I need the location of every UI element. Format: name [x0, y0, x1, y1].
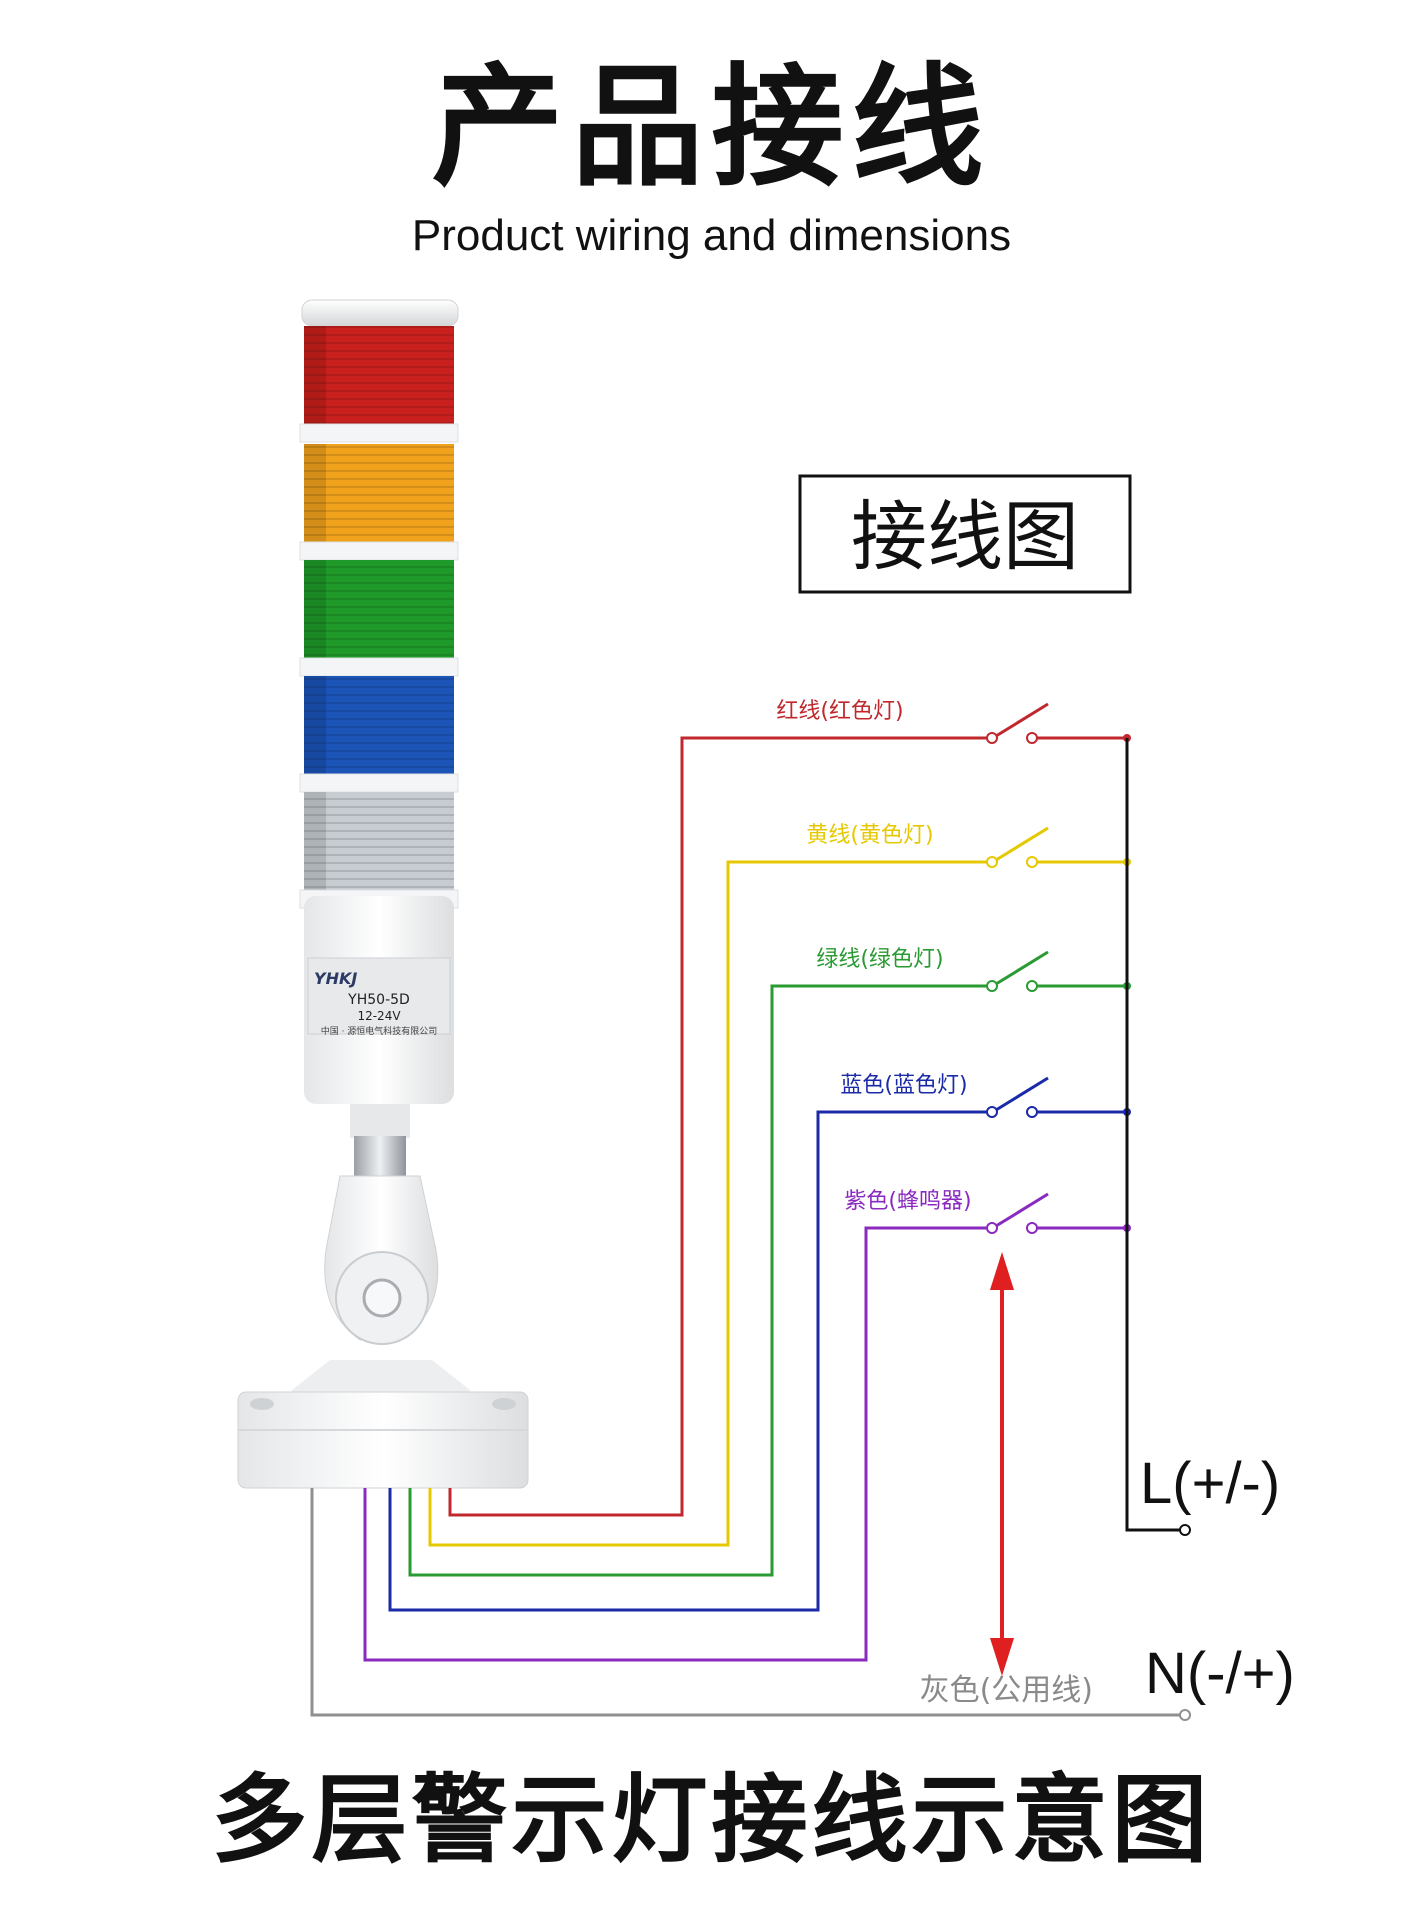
light-tiers: [299, 326, 459, 909]
switch-contact: [1026, 1106, 1038, 1118]
wiring-diagram-label: 接线图: [851, 492, 1079, 581]
tier-shade: [304, 326, 326, 424]
switch-lever: [995, 950, 1049, 986]
brand-text: YHKJ: [314, 969, 357, 988]
wire-label: 蓝色(蓝色灯): [840, 1073, 967, 1098]
tier-separator: [299, 423, 459, 443]
pole: [354, 1136, 406, 1180]
model-text: YH50-5D: [347, 992, 410, 1008]
wire-labels: 红线(红色灯) 黄线(黄色灯) 绿线(绿色灯) 蓝色(蓝色灯) 紫色(蜂鸣器): [776, 699, 971, 1214]
tier-shade: [304, 444, 326, 542]
voltage-text: 12-24V: [357, 1009, 401, 1023]
joint-bolt-icon: [362, 1278, 402, 1318]
switch-lever: [995, 702, 1049, 738]
switch-lever: [995, 1076, 1049, 1112]
page-title: 产品接线: [431, 51, 992, 205]
common-wire: [310, 1488, 1185, 1717]
l-bus: [1125, 738, 1185, 1532]
terminal-l-label: L(+/-): [1140, 1451, 1280, 1516]
switch-contact: [1026, 1222, 1038, 1234]
switch-contact: [986, 732, 998, 744]
tier-ribs: [304, 326, 454, 424]
tier-ribs: [304, 560, 454, 658]
switch-contact: [986, 980, 998, 992]
terminal-n-label: N(-/+): [1145, 1641, 1295, 1706]
screw-hole-icon: [492, 1398, 516, 1410]
tier-separator: [299, 541, 459, 561]
wire-4: [388, 1110, 990, 1612]
switch-lever: [995, 826, 1049, 862]
top-cap: [301, 299, 459, 327]
tier-ribs: [304, 676, 454, 774]
wire-label: 紫色(蜂鸣器): [844, 1189, 971, 1214]
wire-label: 绿线(绿色灯): [816, 947, 943, 972]
wire-3: [408, 984, 990, 1577]
wire-label: 黄线(黄色灯): [806, 823, 933, 848]
tier-shade: [304, 676, 326, 774]
screw-hole-icon: [250, 1398, 274, 1410]
switch-contact: [986, 856, 998, 868]
diagram-caption: 多层警示灯接线示意图: [211, 1764, 1212, 1876]
tier-shade: [304, 792, 326, 890]
maker-text: 中国 · 源恒电气科技有限公司: [321, 1025, 438, 1037]
tier-ribs: [304, 792, 454, 890]
terminal-n-dot: [1179, 1709, 1191, 1721]
page-subtitle: Product wiring and dimensions: [411, 211, 1012, 260]
tier-shade: [304, 560, 326, 658]
tier-ribs: [304, 444, 454, 542]
wiring-diagram-label-box: [798, 474, 1132, 594]
switch-contact: [1026, 856, 1038, 868]
tier-separator: [299, 773, 459, 793]
double-arrow-icon: [990, 1252, 1014, 1676]
wire-5: [363, 1226, 990, 1662]
wire-label: 红线(红色灯): [776, 699, 903, 724]
common-wire-label: 灰色(公用线): [920, 1673, 1093, 1708]
switch-contact: [1026, 732, 1038, 744]
tier-separator: [299, 657, 459, 677]
switch-lever: [995, 1192, 1049, 1228]
stack-light: YHKJ YH50-5D 12-24V 中国 · 源恒电气科技有限公司: [237, 299, 529, 1489]
terminal-l-dot: [1179, 1524, 1191, 1536]
wire-2: [428, 860, 990, 1547]
mounting-base: [237, 1391, 529, 1489]
wire-group: [363, 702, 1131, 1662]
switch-contact: [1026, 980, 1038, 992]
neck: [350, 1104, 410, 1138]
wire-1: [448, 736, 990, 1517]
switch-contact: [986, 1222, 998, 1234]
product-label-plate: [307, 957, 451, 1035]
switch-contact: [986, 1106, 998, 1118]
